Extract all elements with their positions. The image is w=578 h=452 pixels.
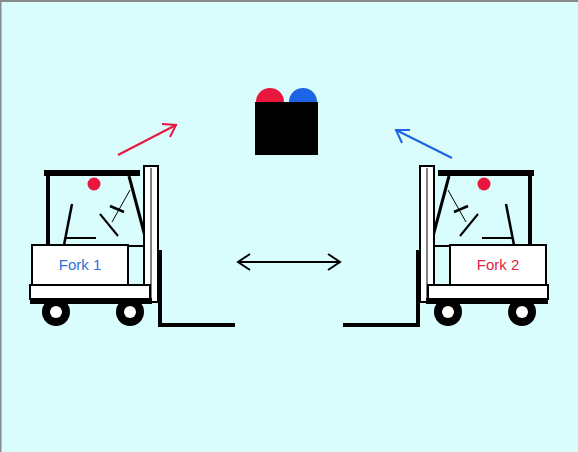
- forklift: Fork 1: [28, 160, 238, 335]
- double-arrow: [238, 254, 340, 270]
- blue-arrow: [396, 130, 452, 158]
- forklift-label: Fork 2: [450, 245, 546, 285]
- frame-edge: [0, 0, 578, 2]
- blue-light: [289, 88, 317, 102]
- red-light: [256, 88, 284, 102]
- forklift-illustration: [340, 160, 550, 335]
- forklift-label: Fork 1: [32, 245, 128, 285]
- frame-edge: [0, 0, 2, 452]
- load-block: [255, 102, 318, 155]
- forklift-illustration: [28, 160, 238, 335]
- load-box: [255, 88, 318, 155]
- red-arrow: [118, 124, 176, 155]
- forklift: Fork 2: [340, 160, 550, 335]
